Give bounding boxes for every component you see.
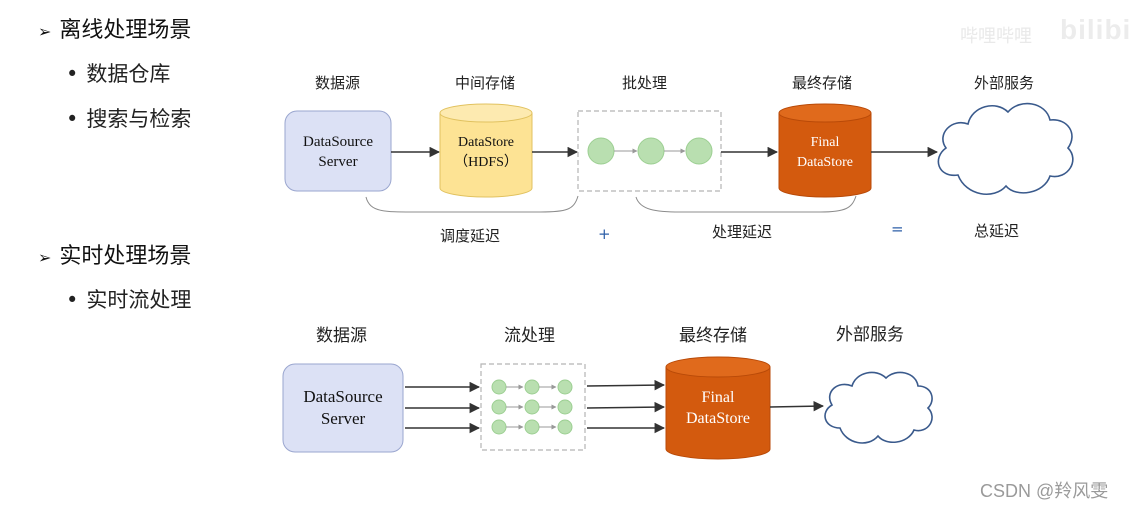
rt-source-box-shape — [282, 363, 404, 453]
middle-cylinder-top — [439, 103, 533, 123]
source-box-line1: DataSource — [303, 134, 373, 150]
datastore-hdfs-cylinder: DataStore （HDFS） — [439, 103, 533, 198]
stream-box-border — [480, 363, 586, 451]
label-rt-final-store: 最终存储 — [679, 326, 747, 346]
label-schedule-latency: 调度延迟 — [440, 227, 501, 245]
stream-node — [557, 399, 573, 415]
batch-node — [685, 137, 713, 165]
stream-node — [524, 419, 540, 435]
bullet-stream-processing: 实时流处理 — [86, 288, 192, 312]
label-middle-store: 中间存储 — [455, 74, 516, 92]
rt-datasource-server-box: DataSource Server — [282, 363, 404, 453]
final-store-line1: Final — [811, 135, 840, 150]
stream-node — [557, 379, 573, 395]
label-rt-stream: 流处理 — [504, 326, 555, 346]
rt-cloud-icon — [824, 371, 933, 444]
schedule-latency-brace — [365, 195, 579, 213]
final-cylinder-body — [778, 113, 872, 198]
stream-node-grid — [491, 379, 573, 435]
rt-final-cylinder-top — [665, 356, 771, 378]
bullet-item: •实时流处理 — [66, 288, 192, 312]
rt-source-box-line2: Server — [321, 409, 366, 428]
realtime-heading-text: 实时处理场景 — [59, 244, 192, 269]
stream-node — [524, 399, 540, 415]
bilibili-watermark: bilibili — [1060, 14, 1131, 45]
label-rt-external-service: 外部服务 — [836, 325, 904, 345]
rt-arrow-stream-to-final — [586, 379, 666, 391]
bullet-data-warehouse: 数据仓库 — [86, 62, 171, 86]
realtime-heading: ➢ 实时处理场景 — [38, 238, 191, 270]
offline-heading: ➢ 离线处理场景 — [38, 12, 191, 44]
stream-node — [491, 379, 507, 395]
arrow-bullet-icon: ➢ — [38, 248, 52, 267]
middle-store-line1: DataStore — [458, 135, 514, 150]
label-source: 数据源 — [315, 74, 361, 92]
arrow-bullet-icon: ➢ — [38, 22, 52, 41]
cloud-icon — [937, 102, 1074, 195]
rt-final-cylinder-body — [665, 367, 771, 460]
middle-store-line2: （HDFS） — [454, 154, 518, 170]
middle-cylinder-body — [439, 113, 533, 198]
label-rt-source: 数据源 — [316, 326, 367, 346]
batch-node — [587, 137, 615, 165]
rt-final-datastore-cylinder: Final DataStore — [665, 356, 771, 460]
rt-source-box-line1: DataSource — [303, 387, 382, 406]
csdn-watermark: CSDN @羚风雯 — [980, 481, 1109, 501]
bullet-item: •搜索与检索 — [66, 107, 192, 131]
batch-node — [637, 137, 665, 165]
rt-arrow-final-to-cloud — [769, 400, 825, 412]
source-box-line2: Server — [318, 154, 357, 170]
offline-heading-text: 离线处理场景 — [59, 18, 192, 43]
process-latency-brace — [635, 195, 857, 213]
watermark-channel: 哔哩哔哩 — [960, 26, 1032, 47]
final-cylinder-top — [778, 103, 872, 123]
stream-processing-box — [480, 363, 586, 451]
rt-final-store-line1: Final — [702, 389, 735, 406]
batch-processing-box — [577, 110, 722, 192]
stream-node — [491, 399, 507, 415]
equals-sign: = — [891, 220, 904, 238]
final-store-line2: DataStore — [797, 155, 853, 170]
label-total-latency: 总延迟 — [974, 222, 1020, 240]
label-batch: 批处理 — [622, 74, 668, 92]
plus-sign: + — [598, 225, 611, 243]
bullet-item: •数据仓库 — [66, 62, 171, 86]
stream-node — [524, 379, 540, 395]
datasource-server-box: DataSource Server — [284, 110, 392, 192]
stream-node — [557, 419, 573, 435]
label-final-store: 最终存储 — [792, 74, 853, 92]
rt-arrow-stream-to-final — [586, 401, 666, 413]
stream-node — [491, 419, 507, 435]
label-process-latency: 处理延迟 — [712, 223, 773, 241]
label-external-service: 外部服务 — [974, 74, 1035, 92]
final-datastore-cylinder: Final DataStore — [778, 103, 872, 198]
bullet-search: 搜索与检索 — [86, 107, 192, 131]
rt-final-store-line2: DataStore — [686, 410, 750, 427]
source-box-shape — [284, 110, 392, 192]
